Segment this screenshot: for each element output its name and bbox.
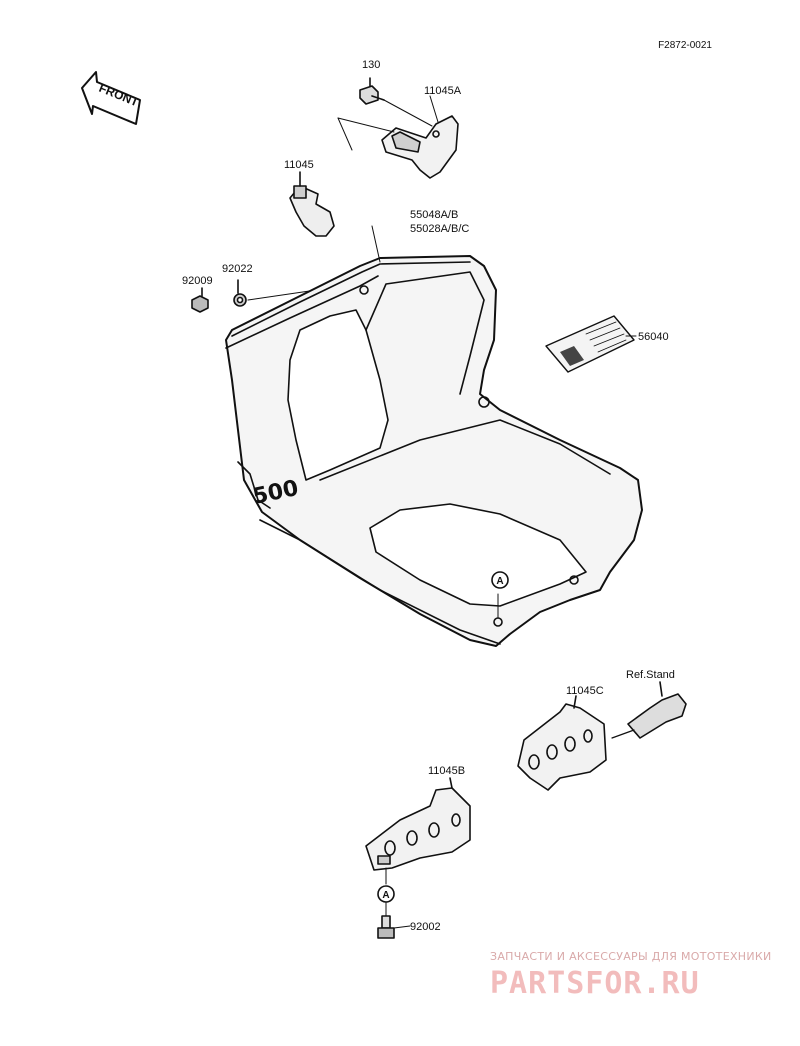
label-92002: 92002 (410, 921, 441, 933)
stand-pin (611, 681, 687, 739)
label-56040 (545, 315, 637, 373)
lower-fairing: 500 (225, 225, 643, 647)
callout-a-lower: A (377, 885, 395, 917)
bolt-92009 (191, 287, 209, 313)
diagram-code: F2872-0021 (658, 40, 712, 51)
label-11045B: 11045B (428, 765, 465, 777)
part-labels: 130 11045A 11045 55048A/B 55028A/B/C 920… (182, 59, 675, 933)
label-11045C: 11045C (566, 685, 604, 697)
label-56040: 56040 (638, 331, 669, 343)
bracket-11045B (365, 777, 471, 885)
front-arrow-icon: FRONT (81, 71, 141, 125)
label-92009: 92009 (182, 275, 213, 287)
label-ref-stand: Ref.Stand (626, 669, 675, 681)
callout-a-upper: A (491, 571, 509, 589)
bolt-92002 (377, 915, 411, 939)
label-55048: 55048A/B (410, 209, 458, 221)
watermark-logo: PARTSFOR.RU (490, 966, 700, 1001)
bracket-11045C (517, 695, 607, 791)
label-130: 130 (362, 59, 380, 71)
label-11045A: 11045A (424, 85, 462, 97)
callout-a-upper-letter: A (496, 576, 503, 587)
front-arrow-label: FRONT (97, 81, 141, 110)
clip-11045 (289, 171, 335, 237)
callout-a-lower-letter: A (382, 890, 389, 901)
label-11045: 11045 (284, 159, 314, 171)
watermark-tagline: ЗАПЧАСТИ И АКСЕССУАРЫ ДЛЯ МОТОТЕХНИКИ (490, 950, 772, 963)
label-92022: 92022 (222, 263, 253, 275)
label-55028: 55028A/B/C (410, 223, 469, 235)
bracket-11045A (337, 95, 459, 179)
bolt-130 (359, 77, 385, 105)
